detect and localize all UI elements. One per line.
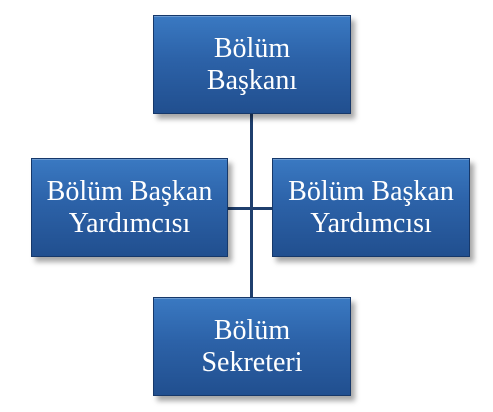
deputy-head-right-box: Bölüm Başkan Yardımcısı (272, 158, 470, 257)
department-head-line2: Başkanı (206, 64, 298, 96)
department-secretary-box: Bölüm Sekreteri (153, 297, 351, 396)
deputy-head-right-line1: Bölüm Başkan (288, 175, 454, 207)
department-secretary-line1: Bölüm (213, 314, 291, 346)
vertical-connector (250, 114, 253, 297)
deputy-head-right-line2: Yardımcısı (310, 207, 432, 239)
deputy-head-left-line1: Bölüm Başkan (46, 175, 213, 207)
deputy-head-left-box: Bölüm Başkan Yardımcısı (31, 158, 228, 257)
department-secretary-line2: Sekreteri (201, 346, 303, 378)
department-head-box: Bölüm Başkanı (153, 15, 351, 114)
horizontal-connector (228, 207, 272, 210)
department-head-line1: Bölüm (213, 32, 291, 64)
deputy-head-left-line2: Yardımcısı (68, 207, 191, 239)
